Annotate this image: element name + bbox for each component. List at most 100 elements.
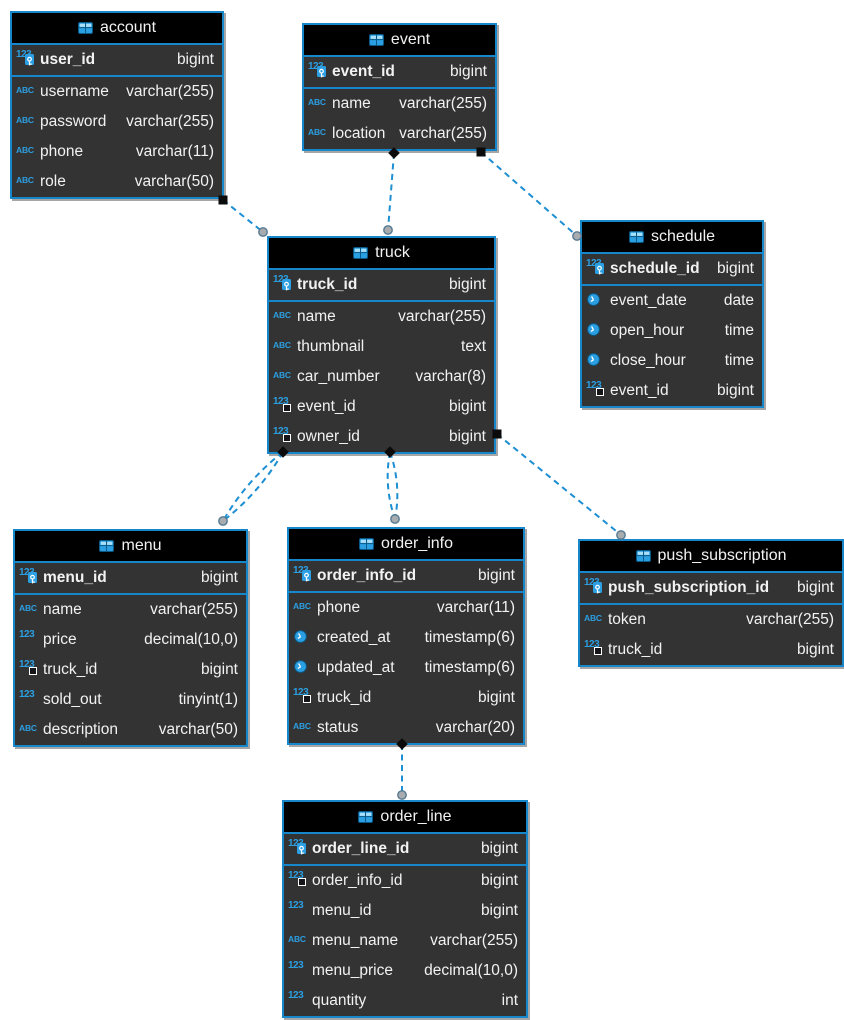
table-header[interactable]: truck <box>269 238 494 270</box>
table-icon <box>635 550 651 562</box>
text-column-icon: ABC <box>19 603 37 613</box>
column-name: schedule_id <box>610 260 700 277</box>
column-name: order_info_id <box>317 567 417 584</box>
column-type: varchar(8) <box>415 368 486 385</box>
foreign-key-icon: 123 <box>293 685 317 711</box>
text-column-icon: ABC <box>273 370 291 380</box>
primary-key-icon: 123 <box>584 575 608 601</box>
table-header[interactable]: order_info <box>289 529 523 561</box>
column-type: date <box>723 292 754 309</box>
column-name: role <box>40 173 66 190</box>
table-header[interactable]: schedule <box>582 222 762 254</box>
table-header[interactable]: event <box>304 25 495 57</box>
relation-line[interactable] <box>222 199 264 233</box>
table-icon <box>628 231 644 243</box>
numeric-column-icon: 123 <box>288 900 304 911</box>
relation-line[interactable] <box>480 151 578 237</box>
column-type: bigint <box>200 661 238 678</box>
relation-line[interactable] <box>496 433 622 536</box>
column-name: token <box>608 611 646 628</box>
column-type: bigint <box>200 569 238 586</box>
column-type: timestamp(6) <box>424 659 515 676</box>
numeric-column-icon: 123 <box>288 990 304 1001</box>
column-row-event_date[interactable]: event_date date <box>582 286 762 316</box>
foreign-key-icon: 123 <box>19 657 43 683</box>
relation-line[interactable] <box>222 451 284 522</box>
table-push_subscription[interactable]: push_subscription 123 push_subscription_i… <box>578 539 844 667</box>
relation-truck-order_info <box>384 446 400 524</box>
table-header[interactable]: account <box>12 13 222 45</box>
column-name: push_subscription_id <box>608 579 770 596</box>
foreign-key-icon: 123 <box>288 868 312 894</box>
relation-line[interactable] <box>386 451 396 520</box>
table-name: truck <box>375 244 410 261</box>
primary-key-icon: 123 <box>586 256 610 282</box>
text-column-icon: ABC <box>308 97 326 107</box>
column-name: order_line_id <box>312 840 410 857</box>
foreign-key-icon: 123 <box>586 378 610 404</box>
column-name: truck_id <box>317 689 372 706</box>
table-header[interactable]: menu <box>15 531 246 563</box>
relation-line[interactable] <box>387 152 395 231</box>
table-header[interactable]: order_line <box>284 802 526 834</box>
relation-line[interactable] <box>222 451 284 522</box>
table-name: push_subscription <box>657 547 787 564</box>
relation-line[interactable] <box>389 451 399 520</box>
column-type: text <box>461 338 486 355</box>
table-header[interactable]: push_subscription <box>580 541 842 573</box>
column-type: timestamp(6) <box>424 629 515 646</box>
column-name: name <box>297 308 336 325</box>
column-name: event_date <box>610 292 687 309</box>
column-name: sold_out <box>43 691 102 708</box>
column-type: varchar(20) <box>435 719 515 736</box>
